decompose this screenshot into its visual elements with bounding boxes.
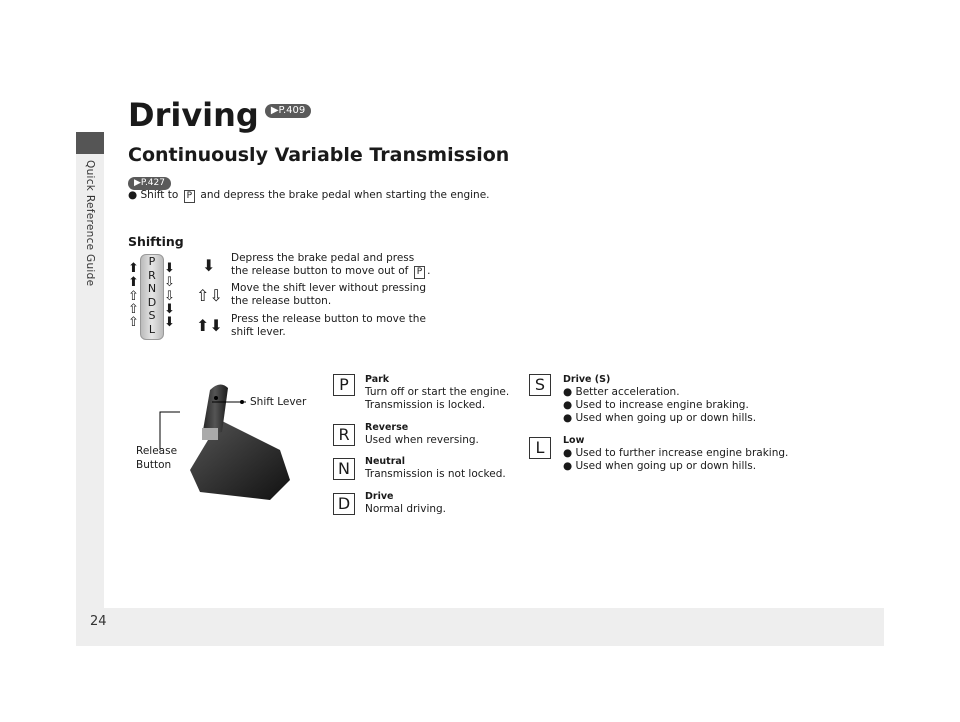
up-arrow-solid-icon: ⬆ [128, 275, 139, 290]
legend-text-2: Move the shift lever without pressing th… [231, 282, 426, 307]
legend-1-text: Depress the brake pedal and press the re… [231, 252, 415, 277]
gear-indicator: P R N D S L [140, 254, 164, 340]
down-arrow-hollow-icon: ⇩ [164, 275, 175, 290]
intro-text-post: and depress the brake pedal when startin… [197, 189, 490, 201]
up-down-arrow-solid-icon: ⬆⬇ [196, 316, 223, 335]
up-down-arrow-hollow-icon: ⇧⇩ [196, 286, 223, 305]
down-arrow-solid-icon: ⬇ [164, 302, 175, 317]
section-ref-badge[interactable]: ▶P.427 [128, 177, 171, 190]
gear-info-low: Low ● Used to further increase engine br… [563, 434, 803, 473]
up-arrow-hollow-icon: ⇧ [128, 289, 139, 304]
intro-text-pre: Shift to [140, 189, 182, 201]
gear-l: L [148, 322, 156, 336]
section-title: Continuously Variable Transmission [128, 144, 510, 166]
release-button-point [214, 396, 218, 400]
park-box: P [183, 190, 196, 203]
gear-info-drive-s: Drive (S) ● Better acceleration. ● Used … [563, 373, 803, 425]
gear-line: Used when reversing. [365, 434, 479, 446]
page-content-area [104, 132, 884, 608]
down-arrow-hollow-icon: ⇩ [164, 289, 175, 304]
gear-box-n: N [333, 458, 355, 480]
page-number: 24 [90, 614, 107, 629]
gear-name: Park [365, 374, 390, 385]
shift-lever-label: Shift Lever [250, 396, 307, 408]
gear-line: ● Used to increase engine braking. [563, 399, 749, 411]
page-ref-link[interactable]: ▶P.409 [264, 104, 312, 118]
up-arrow-hollow-icon: ⇧ [128, 315, 139, 330]
gear-line: ● Better acceleration. [563, 386, 680, 398]
gear-box-l: L [529, 437, 551, 459]
gear-n: N [147, 282, 157, 295]
gear-r: R [148, 268, 156, 282]
down-arrow-solid-icon: ⬇ [202, 256, 216, 275]
gear-line: ● Used when going up or down hills. [563, 460, 757, 472]
release-button-label: Release Button [136, 445, 178, 471]
gear-info-reverse: Reverse Used when reversing. [365, 421, 535, 447]
gear-info-neutral: Neutral Transmission is not locked. [365, 455, 535, 481]
legend-text-1: Depress the brake pedal and press the re… [231, 252, 431, 279]
gear-line: ● Used to further increase engine brakin… [563, 447, 789, 459]
release-callout-line [159, 411, 180, 450]
shifting-title: Shifting [128, 234, 184, 249]
gear-line: Normal driving. [365, 503, 447, 515]
section-ref-text: P.427 [140, 178, 165, 188]
page-title: Driving ▶P.409 [128, 96, 312, 134]
section-ref-link[interactable]: ▶P.427 [128, 173, 171, 192]
gear-name: Drive [365, 491, 394, 502]
park-box: P [413, 266, 426, 279]
up-arrow-hollow-icon: ⇧ [128, 302, 139, 317]
gear-name: Neutral [365, 456, 406, 467]
gear-s: S [148, 309, 156, 322]
down-arrow-solid-icon: ⬇ [164, 315, 175, 330]
down-arrow-solid-icon: ⬇ [164, 261, 175, 276]
gear-name: Drive (S) [563, 374, 611, 385]
sidebar-tab [76, 132, 104, 154]
gear-info-drive: Drive Normal driving. [365, 490, 535, 516]
page-ref-text: P.409 [278, 105, 306, 116]
lever-knob [202, 384, 228, 436]
legend-text-3: Press the release button to move the shi… [231, 313, 426, 338]
up-arrow-solid-icon: ⬆ [128, 261, 139, 276]
gear-p: P [148, 255, 156, 268]
sidebar-label: Quick Reference Guide [84, 160, 96, 287]
intro-bullet: ● Shift to P and depress the brake pedal… [128, 189, 490, 203]
lever-collar [202, 428, 218, 440]
gear-line: Turn off or start the engine. [365, 386, 510, 398]
callout-lines [159, 401, 246, 450]
gear-d: D [147, 295, 157, 309]
gear-box-d: D [333, 493, 355, 515]
gear-box-r: R [333, 424, 355, 446]
gear-name: Low [563, 435, 585, 446]
gear-info-park: Park Turn off or start the engine. Trans… [365, 373, 535, 412]
gear-line: Transmission is not locked. [365, 468, 506, 480]
shift-lever-illustration [190, 384, 290, 500]
gear-name: Reverse [365, 422, 409, 433]
gear-line: Transmission is locked. [365, 399, 486, 411]
legend-1-end: . [427, 265, 431, 277]
gear-box-s: S [529, 374, 551, 396]
gear-line: ● Used when going up or down hills. [563, 412, 757, 424]
gear-box-p: P [333, 374, 355, 396]
page-title-text: Driving [128, 96, 259, 134]
bullet-icon: ● [128, 189, 138, 201]
